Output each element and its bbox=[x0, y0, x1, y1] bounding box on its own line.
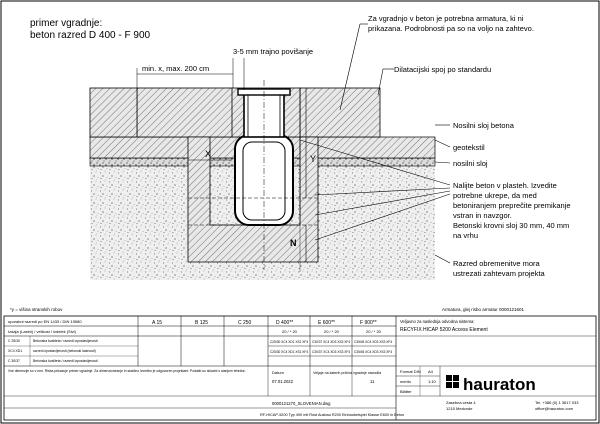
tb-left-row-3-b: Betonska kvaliteta / razredi izpostavlje… bbox=[33, 359, 98, 363]
brand-name: hauraton bbox=[463, 375, 536, 394]
hauraton-logo: hauraton bbox=[446, 375, 536, 394]
tb-address2: 1215 Medvode bbox=[446, 406, 473, 411]
tb-product: RECYFIX HICAP 5200 Access Element bbox=[400, 327, 488, 333]
tb-phone: Tel. +386 (0) 1 3617 033 bbox=[535, 400, 579, 405]
tb-scale-label: merilo bbox=[400, 379, 412, 384]
callout-concrete-pour: Nalijte beton v plasteh. Izvedite potreb… bbox=[453, 181, 573, 220]
dim-lowered-label: 3-5 mm trajno povišanje bbox=[233, 47, 313, 56]
tb-drawing-no: 0000121270_SLOVENIAN.dwg bbox=[272, 401, 331, 406]
tb-left-row-0-a: C 25/30 bbox=[8, 339, 20, 343]
callout-concrete-base: Nosilni sloj betona bbox=[453, 121, 515, 130]
tb-class-c250: C 250 bbox=[238, 320, 252, 326]
tb-lang-label: Blätter bbox=[400, 389, 412, 394]
tb-class-val-e2: C30/37 XC4 XD3 XS3 XF4 bbox=[312, 350, 350, 354]
tb-sheet-no: 11 bbox=[370, 379, 375, 384]
leader-lines bbox=[299, 23, 451, 264]
tb-left-row-0-b: Betonska kvaliteta / razredi izpostavlje… bbox=[33, 339, 98, 343]
tb-class-val-d2: C25/30 XC4 XD1 XS1 XF4 bbox=[270, 350, 308, 354]
callout-reinforcement: Za vgradnjo v beton je potrebna armatura… bbox=[368, 14, 534, 33]
header-title-line1: primer vgradnje: bbox=[30, 18, 102, 29]
tb-class-val-f: C35/45 XC4 XD3 XS3 XF4 bbox=[354, 340, 392, 344]
footnote: *y = višina stranskih robov bbox=[10, 307, 63, 312]
callout-concrete-roof: Betonski krovni sloj 30 mm, 40 mm na vrh… bbox=[453, 221, 571, 240]
tb-class-f900: F 900** bbox=[360, 320, 377, 326]
tb-scale-val: 1:10 bbox=[428, 379, 437, 384]
tb-norm-row: uporabni razredi po EN 1433 / DIN 19580 bbox=[8, 319, 82, 324]
title-block bbox=[3, 315, 597, 421]
tb-class-e600: E 600** bbox=[318, 320, 335, 326]
tb-class-val-f2: C35/45 XC4 XD3 XS3 XF4 bbox=[354, 350, 392, 354]
tb-class-d400: D 400** bbox=[276, 320, 293, 326]
armature-note: Armatura, glej risbo armatur 0000121601 bbox=[442, 307, 525, 312]
callout-geotextile: geotekstil bbox=[453, 143, 485, 152]
tb-class-sub-e: 20 / * 20 bbox=[324, 329, 340, 334]
tb-class-val-d: C25/30 XC4 XD1 XS1 XF4 bbox=[270, 340, 308, 344]
tb-class-b125: B 125 bbox=[195, 320, 208, 326]
tb-format-label: Format DIN bbox=[400, 369, 421, 374]
slab-far-left bbox=[89, 87, 138, 138]
slab-left bbox=[136, 87, 234, 138]
tb-address1: Zasebna cesta 4 bbox=[446, 400, 476, 405]
tb-class-sub-d: 20 / * 20 bbox=[282, 329, 298, 334]
callout-load-class: Razred obremenitve mora ustrezati zahtev… bbox=[453, 259, 546, 278]
tb-date-label: Datum bbox=[272, 370, 284, 375]
callout-bearing-layer: nosilni sloj bbox=[453, 159, 488, 168]
slab-right bbox=[299, 87, 381, 138]
tb-legal: Vse dimenzije so v mm. Risba prikazuje p… bbox=[8, 369, 246, 373]
tb-class-val-e: C30/37 XC4 XD3 XS3 XF4 bbox=[312, 340, 350, 344]
header-title-line2: beton razred D 400 - F 900 bbox=[30, 30, 151, 41]
label-y: Y bbox=[310, 154, 316, 164]
tb-left-row-1-b: razred izpostavljenosti (betonski lastno… bbox=[33, 349, 96, 353]
tb-valid-note: Veljaje na katerih pričina vgradnje navo… bbox=[313, 371, 381, 375]
label-x: X bbox=[205, 149, 211, 159]
tb-desc-row: Izdaja (Lastni) / velikost / izdelek (Si… bbox=[8, 329, 76, 334]
tb-class-a15: A 15 bbox=[152, 320, 162, 326]
tb-date-val: 07.01.2022 bbox=[272, 379, 294, 384]
dim-min-label: min. x, max. 200 cm bbox=[142, 64, 209, 73]
tb-left-row-1-a: XC4 XD1 bbox=[8, 349, 22, 353]
tb-format-val: A4 bbox=[428, 369, 434, 374]
tb-left-row-3-a: C 30/37 bbox=[8, 359, 20, 363]
tb-class-sub-f: 20 / * 20 bbox=[366, 329, 382, 334]
tb-drawing-desc: RF-HICAP-5200 Typ 490 mit Rost Ausbau R2… bbox=[260, 413, 404, 417]
tb-email: office@hauraton.com bbox=[535, 406, 574, 411]
tb-project-label: Veljavno za naslednja odvodna sistema: bbox=[400, 319, 475, 324]
label-n: N bbox=[290, 238, 297, 248]
callout-expansion-joint: Dilatacijski spoj po standardu bbox=[394, 65, 491, 74]
